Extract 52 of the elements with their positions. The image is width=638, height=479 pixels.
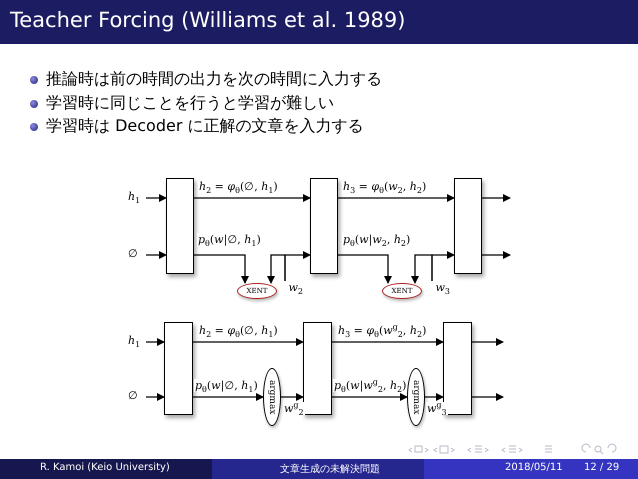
process-box	[454, 178, 482, 274]
process-box	[303, 322, 332, 415]
arrow	[267, 254, 286, 284]
arrow	[284, 251, 311, 281]
footer-text: R. Kamoi (Keio University)	[40, 462, 170, 473]
bullet-text: 学習時は Decoder に正解の文章を入力する	[46, 115, 364, 137]
arrow	[281, 393, 304, 401]
arrow	[338, 254, 392, 284]
process-box	[310, 178, 338, 274]
footer-text: 12 / 29	[584, 462, 620, 473]
arrow	[482, 251, 511, 259]
arrow	[482, 194, 511, 202]
argmax-ellipse: argmax	[407, 368, 425, 426]
arrow	[193, 338, 304, 346]
edge-label: h$_{3}$ = φ$_{θ}$(w$^{g}$$_{2}$, h$_{2}$)	[337, 324, 428, 337]
arrow	[194, 194, 311, 202]
bullet-text: 学習時に同じことを行うと学習が難しい	[46, 92, 334, 114]
process-box	[443, 322, 472, 415]
slide-title: Teacher Forcing (Williams et al. 1989)	[10, 8, 406, 32]
footer-text: 2018/05/11	[505, 462, 563, 473]
argmax-ellipse: argmax	[263, 368, 281, 426]
process-box	[164, 322, 193, 415]
footer-text: 文章生成の未解決問題	[280, 462, 380, 476]
variable-label: ∅	[128, 389, 146, 405]
arrow	[146, 194, 167, 202]
edge-label: h$_{2}$ = φ$_{θ}$(∅, h$_{1}$)	[198, 180, 279, 193]
arrow	[332, 393, 408, 401]
arrow	[425, 393, 444, 401]
process-box	[166, 178, 194, 274]
edge-label: h$_{2}$ = φ$_{θ}$(∅, h$_{1}$)	[198, 324, 279, 337]
edge-label: h$_{3}$ = φ$_{θ}$(w$_{2}$, h$_{2}$)	[342, 180, 428, 193]
arrow	[338, 194, 455, 202]
edge-label: p$_{θ}$(w|w$^{g}$$_{2}$, h$_{2}$)	[333, 379, 408, 392]
edge-label: p$_{θ}$(w|∅, h$_{1}$)	[197, 233, 262, 246]
variable-label: w$_{3}$	[430, 281, 450, 297]
variable-label: w$_{2}$	[283, 281, 303, 297]
arrow	[431, 251, 455, 281]
arrow	[193, 393, 264, 401]
arrow	[146, 251, 167, 259]
arrow	[146, 338, 165, 346]
edge-label: p$_{θ}$(w|w$_{2}$, h$_{2}$)	[342, 233, 412, 246]
arrow	[411, 254, 433, 284]
bullet-text: 推論時は前の時間の出力を次の時間に入力する	[46, 68, 382, 90]
arrow	[472, 338, 504, 346]
edge-label: p$_{θ}$(w|∅, h$_{1}$)	[194, 379, 259, 392]
arrow	[194, 254, 249, 284]
arrow	[472, 393, 504, 401]
arrow	[146, 393, 165, 401]
variable-label: ∅	[128, 247, 146, 263]
arrow	[332, 338, 444, 346]
variable-label: h$_{1}$	[128, 190, 146, 206]
variable-label: h$_{1}$	[128, 334, 146, 350]
